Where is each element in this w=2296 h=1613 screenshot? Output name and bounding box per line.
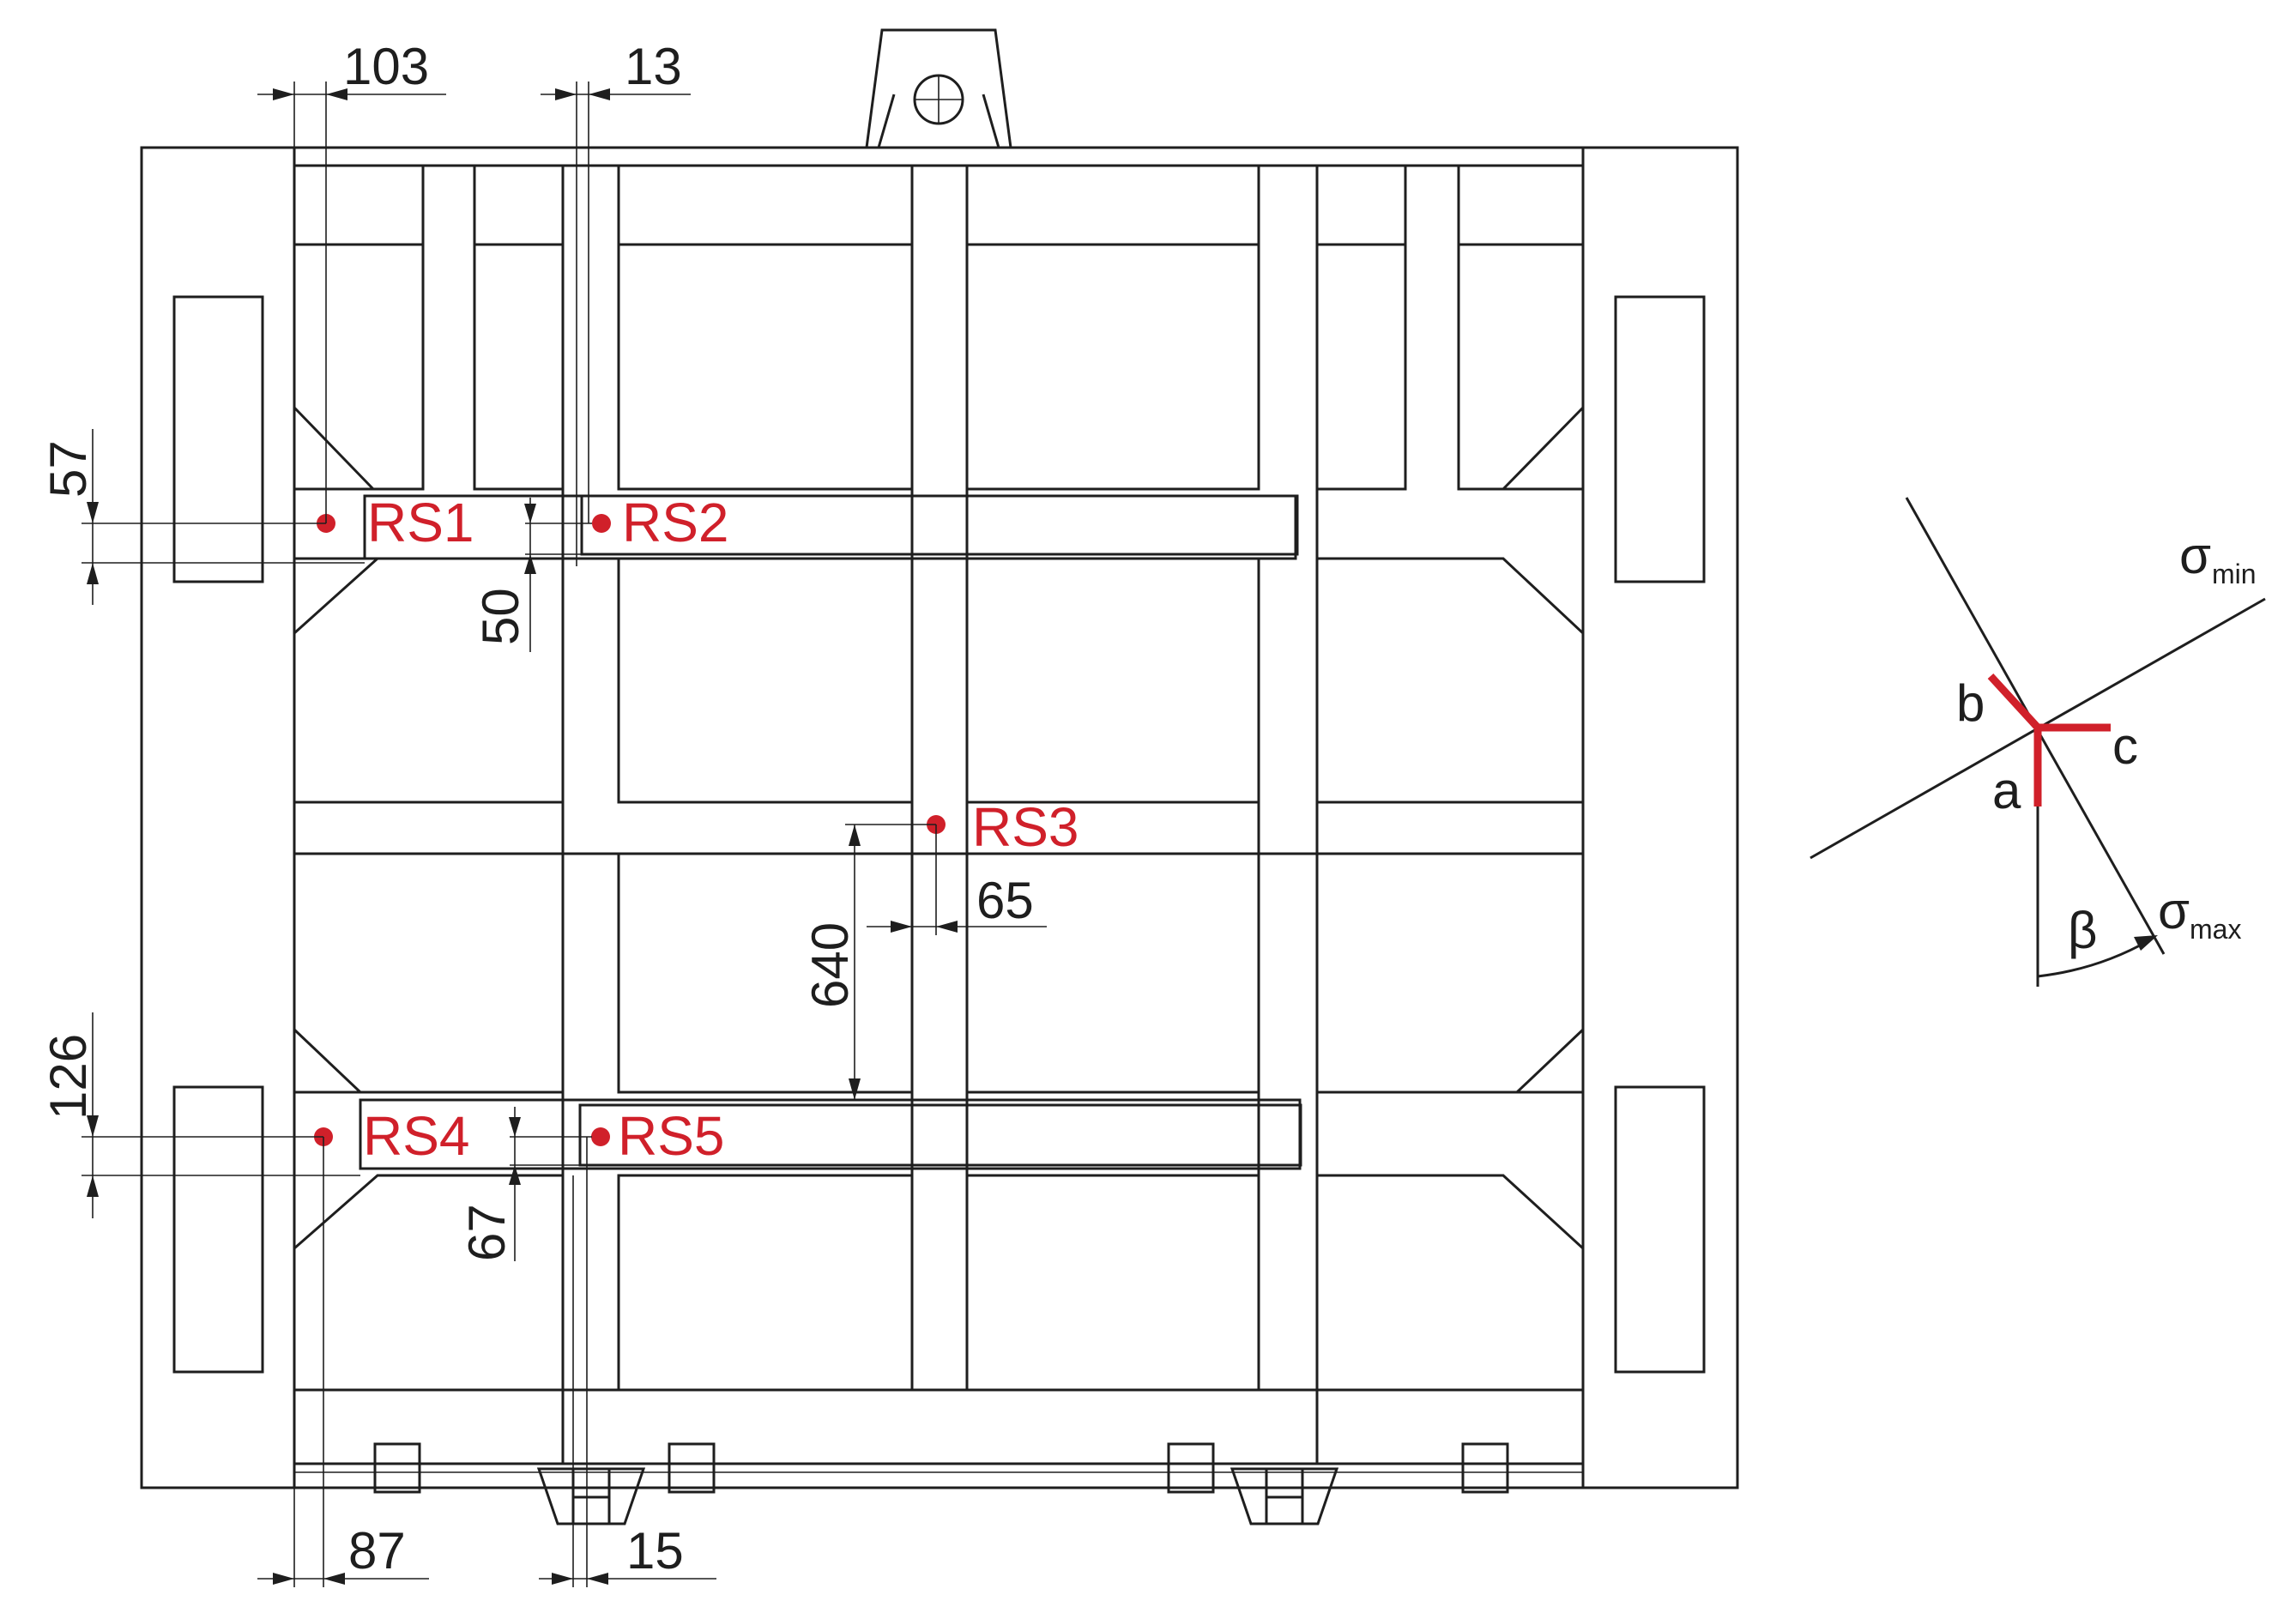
dim-50-arrow-top	[524, 504, 536, 523]
dim-15-text: 15	[626, 1522, 684, 1580]
dim-640-text: 640	[801, 922, 859, 1008]
gauge-arm-b	[1987, 673, 2041, 731]
bottom-seal-2	[1230, 1467, 1339, 1525]
gauge-label-rs5: RS5	[618, 1105, 725, 1167]
dim-103-text: 103	[343, 38, 429, 95]
gauge-label-rs2: RS2	[622, 492, 729, 553]
dim-65-text: 65	[976, 872, 1034, 929]
dim-67-arrow-bottom	[509, 1165, 521, 1185]
dim-87-arrow-right	[323, 1573, 345, 1585]
dim-15-arrow-right	[587, 1573, 608, 1585]
gauge-dot-rs2	[592, 514, 611, 533]
panel-bottom-6	[1315, 1174, 1585, 1392]
dim-126-text: 126	[39, 1034, 97, 1120]
side-slot-left-top	[172, 295, 264, 583]
panel-mid-3	[617, 557, 914, 804]
lug-rib-right	[982, 94, 1000, 148]
guide-block-4	[1461, 1442, 1509, 1494]
gusset-ll-1	[293, 1028, 362, 1094]
gusset-lr-1	[1515, 1028, 1585, 1094]
lug-rib-left	[877, 94, 896, 148]
angle-label-beta: β	[2068, 902, 2098, 959]
side-slot-right-bottom	[1614, 1085, 1706, 1374]
arm-label-a: a	[1992, 762, 2021, 819]
dim-50-arrow-bottom	[524, 554, 536, 574]
arm-label-b: b	[1956, 674, 1985, 732]
panel-low-6	[1315, 852, 1585, 1094]
dim-640-arrow-top	[849, 825, 861, 846]
panel-bottom-3	[617, 1174, 914, 1392]
side-slots	[172, 295, 1706, 1374]
panel-upper-3	[617, 164, 914, 491]
outer-frame	[140, 146, 1739, 1489]
panels	[293, 164, 1585, 1464]
gusset-ur-1	[1501, 406, 1585, 491]
gauge-dot-rs5	[591, 1127, 610, 1146]
side-slot-right-top	[1614, 295, 1706, 583]
strain-rosette: b c a β σ min σ max	[1810, 497, 2266, 987]
dim-67-arrow-top	[509, 1117, 521, 1137]
panel-mid-4	[965, 557, 1260, 804]
sigma-min-symbol: σ	[2179, 527, 2211, 584]
side-slot-left-bottom	[172, 1085, 264, 1374]
panel-upper-2	[473, 164, 565, 491]
gauge-label-rs1: RS1	[367, 492, 474, 553]
dim-87-text: 87	[348, 1522, 406, 1580]
lug-plate	[865, 28, 1012, 148]
guide-block-2	[668, 1442, 716, 1494]
panel-mid-6	[1315, 557, 1585, 804]
dim-57-arrow-top	[87, 502, 99, 523]
panel-bottom-1	[293, 1169, 565, 1392]
panel-bottom-4	[965, 1174, 1260, 1392]
dim-13-arrow-left	[555, 88, 577, 100]
beta-arc-arrow	[2134, 935, 2158, 951]
panel-upper-4	[965, 164, 1260, 491]
lifting-lug	[865, 28, 1012, 148]
panel-low-1	[293, 852, 565, 1094]
panel-low-3	[617, 852, 914, 1094]
dim-103-arrow-left	[273, 88, 294, 100]
gusset-ul-1	[293, 406, 375, 491]
dim-126-arrow-bottom	[87, 1175, 99, 1197]
bottom-blocks	[373, 1442, 1509, 1525]
beam-upper-inner	[580, 494, 1299, 556]
gauge-label-rs3: RS3	[972, 796, 1079, 858]
dim-13-text: 13	[625, 38, 682, 95]
gauge-points: RS1 RS2 RS3 RS4 RS5	[314, 492, 1079, 1167]
dim-103-arrow-right	[326, 88, 347, 100]
dim-65-arrow-left	[891, 921, 912, 933]
beam-lower	[359, 1098, 1302, 1170]
beta-arc	[2037, 939, 2150, 978]
arm-label-c: c	[2112, 717, 2138, 775]
dim-13-arrow-right	[589, 88, 610, 100]
sigma-min-subscript: min	[2212, 559, 2257, 589]
panel-upper-6	[1457, 166, 1585, 491]
dim-67-text: 67	[458, 1204, 516, 1261]
dim-57-arrow-bottom	[87, 563, 99, 584]
beam-upper-right	[363, 494, 1297, 560]
dim-87-arrow-left	[273, 1573, 294, 1585]
panel-upper-1	[293, 166, 425, 491]
sigma-max-symbol: σ	[2158, 882, 2190, 939]
dim-640-arrow-bottom	[849, 1078, 861, 1100]
dim-50-text: 50	[472, 588, 529, 645]
bottom-seal-1	[536, 1467, 646, 1525]
panel-upper-5	[1315, 164, 1407, 491]
gauge-label-rs4: RS4	[363, 1105, 470, 1167]
dim-15-arrow-left	[552, 1573, 573, 1585]
guide-block-1	[373, 1442, 421, 1494]
beam-lower-inner	[578, 1103, 1302, 1167]
sigma-max-subscript: max	[2190, 914, 2241, 945]
guide-block-3	[1167, 1442, 1215, 1494]
dimensions: 103 13 57 50 640 65	[39, 38, 1047, 1587]
dim-126-arrow-top	[87, 1115, 99, 1137]
dim-65-arrow-right	[936, 921, 958, 933]
dim-57-text: 57	[39, 440, 97, 498]
